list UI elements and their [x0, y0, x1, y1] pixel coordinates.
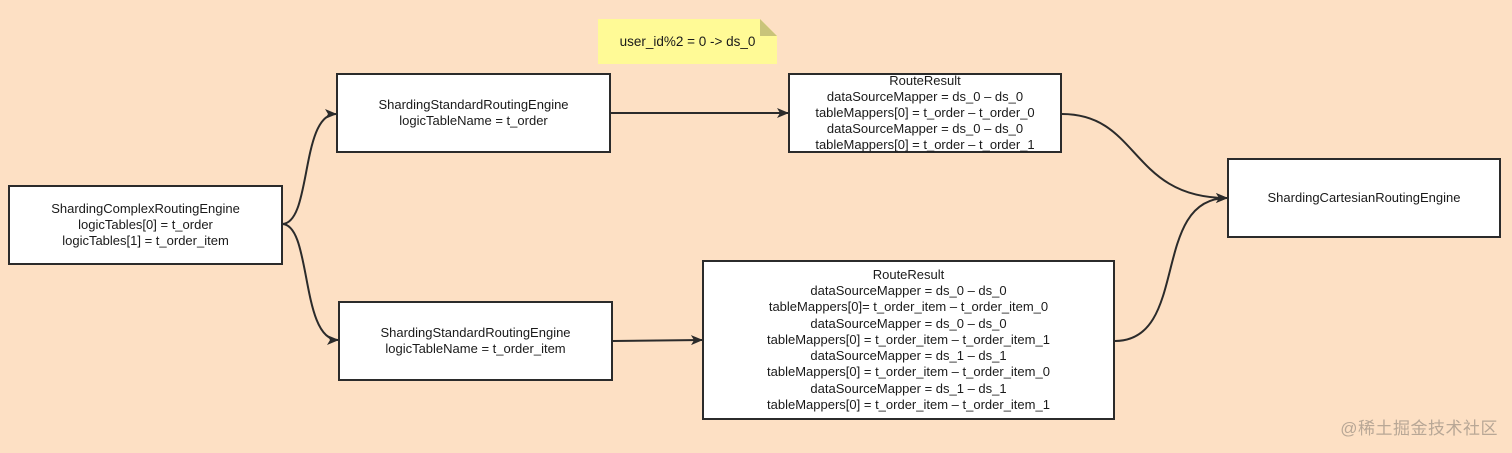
- node-route-result-order-item: RouteResult dataSourceMapper = ds_0 – ds…: [702, 260, 1115, 420]
- edge-complex-to-standard-order: [281, 109, 337, 225]
- node-line: tableMappers[0] = t_order_item – t_order…: [767, 364, 1050, 380]
- node-line: logicTableName = t_order_item: [385, 341, 566, 356]
- node-line: logicTables[0] = t_order: [78, 216, 213, 232]
- sticky-note-text: user_id%2 = 0 -> ds_0: [619, 34, 756, 49]
- node-line: logicTables[1] = t_order_item: [62, 233, 229, 249]
- node-line: dataSourceMapper = ds_1 – ds_1: [810, 348, 1007, 364]
- sticky-note-fold: [760, 19, 777, 36]
- node-line: tableMappers[0] = t_order_item – t_order…: [767, 331, 1050, 347]
- node-line: RouteResult: [872, 267, 945, 283]
- watermark: @稀土掘金技术社区: [1340, 419, 1498, 438]
- node-line: dataSourceMapper = ds_1 – ds_1: [810, 380, 1007, 396]
- node-line: RouteResult: [889, 72, 961, 88]
- node-line: ShardingCartesianRoutingEngine: [1267, 189, 1461, 205]
- node-line: ShardingStandardRoutingEngine: [380, 324, 571, 340]
- node-line: tableMappers[0] = t_order_item – t_order…: [767, 396, 1050, 412]
- node-standard-routing-engine-order-item: ShardingStandardRoutingEngine logicTable…: [338, 301, 613, 381]
- edge-result-order-item-to-cartesian: [1114, 193, 1228, 342]
- node-line: dataSourceMapper = ds_0 – ds_0: [810, 315, 1007, 331]
- node-sharding-cartesian-routing-engine: ShardingCartesianRoutingEngine: [1227, 158, 1501, 238]
- node-standard-routing-engine-order: ShardingStandardRoutingEngine logicTable…: [336, 73, 611, 153]
- node-line: logicTableName = t_order: [399, 113, 548, 128]
- node-line: ShardingStandardRoutingEngine: [378, 96, 569, 112]
- edge-result-order-to-cartesian: [1061, 113, 1228, 203]
- sticky-note: user_id%2 = 0 -> ds_0: [598, 19, 777, 64]
- node-line: dataSourceMapper = ds_0 – ds_0: [826, 121, 1024, 137]
- node-line: dataSourceMapper = ds_0 – ds_0: [810, 283, 1007, 299]
- edge-complex-to-standard-order-item: [281, 223, 339, 345]
- node-route-result-order: RouteResult dataSourceMapper = ds_0 – ds…: [788, 73, 1062, 153]
- node-line: tableMappers[0] = t_order – t_order_1: [815, 137, 1035, 153]
- node-line: tableMappers[0]= t_order_item – t_order_…: [768, 299, 1049, 315]
- edge-standard-order-item-to-result: [612, 335, 703, 346]
- node-sharding-complex-routing-engine: ShardingComplexRoutingEngine logicTables…: [8, 185, 283, 265]
- node-line: dataSourceMapper = ds_0 – ds_0: [826, 88, 1024, 104]
- node-line: tableMappers[0] = t_order – t_order_0: [815, 104, 1035, 120]
- node-line: ShardingComplexRoutingEngine: [51, 200, 240, 216]
